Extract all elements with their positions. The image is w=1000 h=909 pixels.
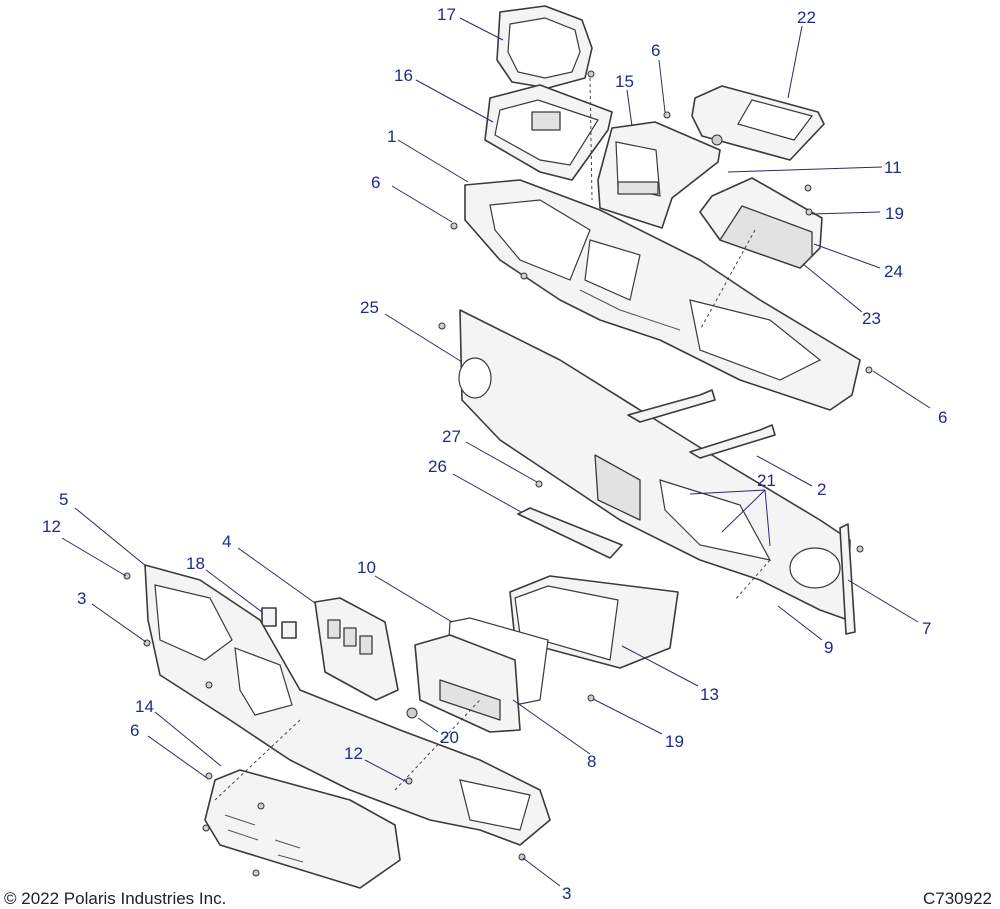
callout-label: 22 bbox=[797, 8, 816, 27]
callout-label: 6 bbox=[651, 41, 660, 60]
callout-label: 1 bbox=[387, 127, 396, 146]
storage-lid-part bbox=[691, 85, 825, 161]
callout-label: 25 bbox=[360, 298, 379, 317]
display-housing-part bbox=[597, 121, 721, 229]
callout-label: 19 bbox=[665, 732, 684, 751]
lower-dash-panel-part bbox=[144, 564, 551, 846]
storage-bin-part bbox=[699, 177, 823, 269]
leader-lines bbox=[61, 17, 931, 887]
callout-label: 20 bbox=[440, 728, 459, 747]
upper-dash-panel-part bbox=[464, 179, 861, 411]
support-bracket-part bbox=[627, 389, 776, 459]
callout-label: 3 bbox=[562, 884, 571, 903]
trim-strip-part bbox=[517, 507, 623, 559]
callout-label: 15 bbox=[615, 72, 634, 91]
callout-label: 8 bbox=[587, 752, 596, 771]
callout-label: 16 bbox=[394, 66, 413, 85]
alignment-lines bbox=[214, 77, 771, 801]
callout-label: 6 bbox=[130, 721, 139, 740]
callout-label: 6 bbox=[938, 408, 947, 427]
kick-panel-part bbox=[204, 769, 401, 889]
callout-label: 24 bbox=[884, 262, 903, 281]
callout-label: 11 bbox=[884, 158, 902, 177]
callout-label: 2 bbox=[817, 480, 826, 499]
gauge-bezel-cover-part bbox=[496, 5, 593, 89]
callout-label: 6 bbox=[371, 173, 380, 192]
clip-part bbox=[261, 607, 297, 639]
side-panel-part bbox=[839, 523, 856, 635]
callout-label: 7 bbox=[922, 619, 931, 638]
callout-label: 27 bbox=[442, 427, 461, 446]
callout-label: 19 bbox=[885, 204, 904, 223]
callout-labels: 17 22 6 16 15 1 11 6 19 24 23 25 6 27 2 … bbox=[42, 5, 947, 903]
callout-label: 10 bbox=[357, 558, 376, 577]
callout-label: 18 bbox=[186, 554, 205, 573]
fasteners bbox=[123, 70, 873, 877]
callout-label: 4 bbox=[222, 532, 231, 551]
glove-box-door-part bbox=[414, 634, 521, 733]
callout-label: 9 bbox=[824, 638, 833, 657]
callout-label: 26 bbox=[428, 457, 447, 476]
callout-label: 14 bbox=[135, 697, 154, 716]
copyright-notice: © 2022 Polaris Industries Inc. bbox=[4, 889, 227, 908]
callout-label: 17 bbox=[437, 5, 456, 24]
callout-label: 12 bbox=[42, 517, 61, 536]
callout-label: 23 bbox=[862, 309, 881, 328]
switch-panel-part bbox=[314, 597, 399, 701]
callout-label: 13 bbox=[700, 685, 719, 704]
callout-label: 5 bbox=[59, 490, 68, 509]
gauge-housing-part bbox=[484, 84, 613, 181]
callout-label: 12 bbox=[344, 744, 363, 763]
callout-label: 21 bbox=[757, 471, 776, 490]
drawing-number: C730922 bbox=[922, 889, 992, 908]
main-dash-frame-part bbox=[458, 309, 851, 621]
callout-label: 3 bbox=[77, 589, 86, 608]
